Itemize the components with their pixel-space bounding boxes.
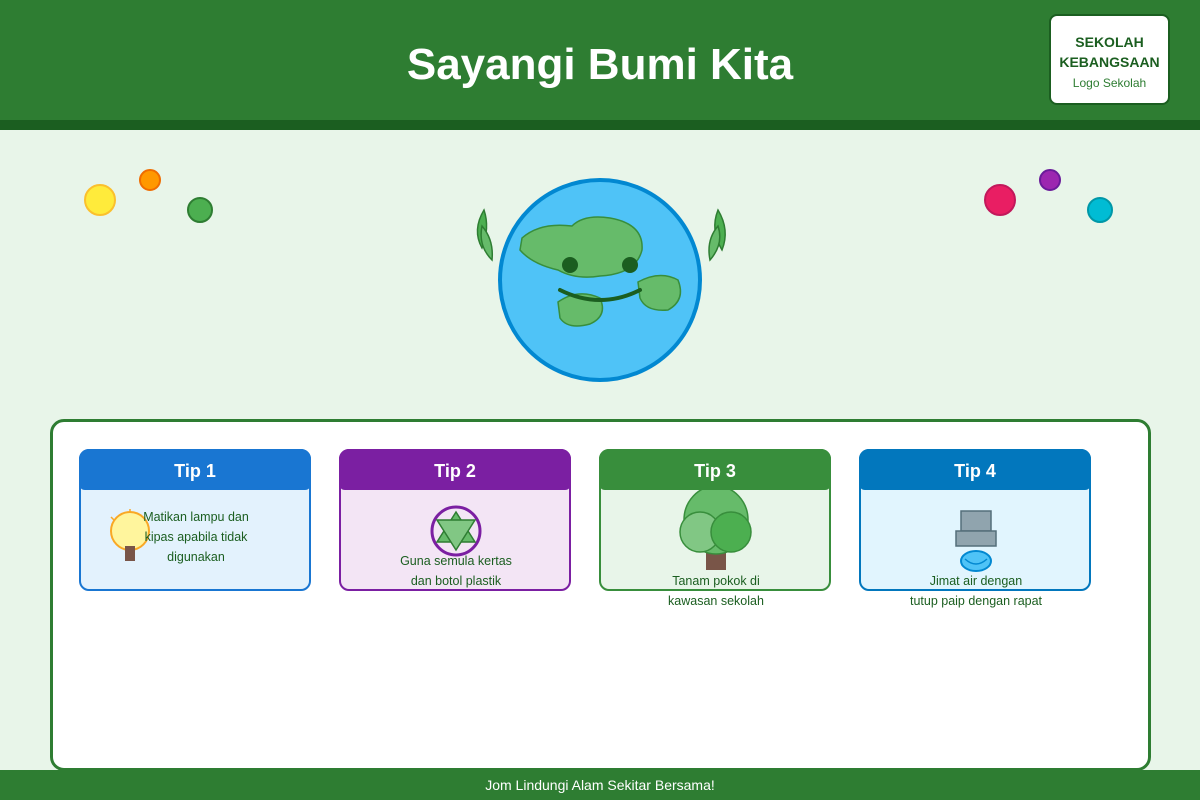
tip-3-heading: Tip 3: [599, 449, 831, 490]
tip-1-text: Matikan lampu dan kipas apabila tidak di…: [121, 507, 271, 567]
tip-card-2: Tip 2 Guna semula kertas dan botol plast…: [339, 449, 571, 591]
tip-1-line-1: Matikan lampu dan: [143, 510, 249, 524]
tip-2-text: Guna semula kertas dan botol plastik: [361, 551, 551, 591]
tip-3-line-2: kawasan sekolah: [668, 594, 764, 608]
light-bulb-icon: [110, 509, 150, 561]
tip-3-line-1: Tanam pokok di: [672, 574, 760, 588]
decor-dot-cyan: [1087, 197, 1113, 223]
header-divider: [0, 120, 1200, 130]
tip-2-heading: Tip 2: [339, 449, 571, 490]
tip-card-4: Tip 4 Jimat air dengan tutup paip dengan…: [859, 449, 1091, 608]
tip-1-line-3: digunakan: [167, 550, 225, 564]
tip-4-heading: Tip 4: [859, 449, 1091, 490]
tip-4-line-1: Jimat air dengan: [929, 574, 1023, 588]
tip-1-line-2: kipas apabila tidak: [144, 530, 248, 544]
tip-card-1: Tip 1 Matikan lampu dan kipas apabila ti…: [79, 449, 311, 591]
page-title: Sayangi Bumi Kita: [406, 40, 794, 89]
page-footer: Jom Lindungi Alam Sekitar Bersama!: [0, 770, 1200, 800]
tip-1-heading: Tip 1: [79, 449, 311, 490]
tip-4-line-2: tutup paip dengan rapat: [909, 594, 1043, 608]
tip-2-line-1: Guna semula kertas: [400, 554, 512, 568]
recycle-icon: [430, 505, 482, 557]
decor-dot-pink: [984, 184, 1016, 216]
tip-card-3: Tip 3 Tanam pokok di kawasan sekolah: [599, 449, 831, 608]
decor-dot-orange: [139, 169, 161, 191]
smiling-earth-icon: [476, 178, 726, 382]
logo-line-2: KEBANGSAAN: [1059, 54, 1160, 70]
logo-line-1: SEKOLAH: [1075, 34, 1144, 50]
water-tap-icon: [955, 510, 997, 572]
decor-dot-purple: [1039, 169, 1061, 191]
logo-caption: Logo Sekolah: [1072, 76, 1147, 90]
tip-4-text: Jimat air dengan tutup paip dengan rapat: [881, 571, 1071, 611]
tip-2-line-2: dan botol plastik: [410, 574, 502, 588]
decor-dot-green: [187, 197, 213, 223]
decor-dot-yellow: [84, 184, 116, 216]
tree-icon: [679, 485, 752, 570]
tip-3-text: Tanam pokok di kawasan sekolah: [621, 571, 811, 611]
school-logo: SEKOLAH KEBANGSAAN Logo Sekolah: [1049, 14, 1170, 105]
page-header: [0, 0, 1200, 120]
